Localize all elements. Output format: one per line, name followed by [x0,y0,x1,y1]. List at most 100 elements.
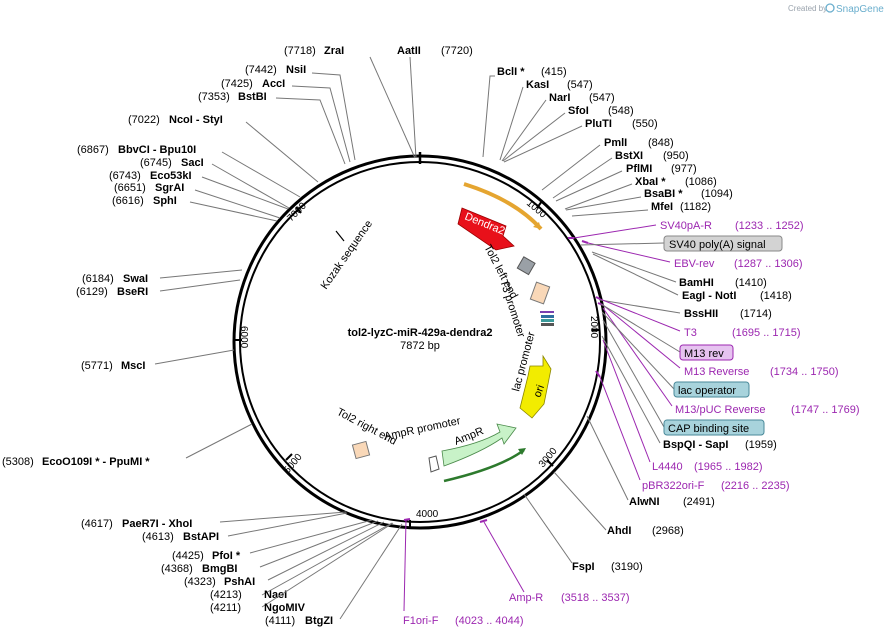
site-sfoi[interactable]: SfoI (548) [502,105,634,162]
site-bspqi[interactable]: BspQI - SapI (1959) [601,335,777,451]
site-bsabi[interactable]: BsaBI * (1094) [565,188,733,211]
site-eagi-leader [592,253,679,296]
site-xbai[interactable]: XbaI * (1086) [564,176,717,210]
tick-label-4000: 4000 [416,509,439,520]
site-acci[interactable]: (7425) AccI [221,78,351,163]
site-pluti[interactable]: PluTI (550) [503,118,658,163]
primer-ebv-rev[interactable]: EBV-rev (1287 .. 1306) [581,240,803,270]
site-nsii[interactable]: (7442) NsiI [245,64,356,161]
site-kasi[interactable]: KasI (547) [499,79,593,161]
site-ngomiv[interactable]: (4211) NgoMIV [210,522,394,614]
site-pshai-leader [267,521,385,581]
site-saci[interactable]: (6745) SacI [140,157,290,209]
site-bstxi[interactable]: BstXI (950) [552,150,689,199]
site-naei-name: NaeI [264,589,287,601]
site-swai-leader [159,269,243,279]
sites-right: BclI * (415) KasI (547) NarI (547) SfoI … [482,66,792,573]
orange-feature-arrowhead [533,222,541,229]
site-aatii[interactable]: AatII (7720) [397,45,473,159]
site-pshai-pos: (4323) [184,576,216,588]
m13-rev-box[interactable]: M13 rev [600,303,734,361]
tick-label-6000: 6000 [238,326,249,349]
primer-f1ori-f[interactable]: F1ori-F (4023 .. 4044) [403,518,524,627]
tol2-right-label: Tol2 right end [335,406,399,448]
site-eco53ki[interactable]: (6743) Eco53kI [109,170,289,210]
site-swai[interactable]: (6184) SwaI [82,269,243,285]
site-btgzi-leader [339,523,403,620]
sv40-polya-box[interactable]: SV40 poly(A) signal [579,235,783,252]
site-sphi-leader [189,201,278,222]
site-eco0109i-name: EcoO109I * - PpuMI * [42,456,150,468]
ampr-arrow [441,423,517,467]
primer-f1ori-f-range: (4023 .. 4044) [455,615,524,627]
site-nari[interactable]: NarI (547) [501,92,615,162]
sv40-polya-leader [579,242,665,246]
site-msci-leader [154,349,235,365]
site-sphi[interactable]: (6616) SphI [112,195,278,222]
site-pmli-pos: (848) [648,137,674,149]
site-btgzi-pos: (4111) [265,615,295,627]
site-btgzi[interactable]: (4111) BtgZI [265,523,403,627]
site-pshai[interactable]: (4323) PshAI [184,521,385,588]
site-msci[interactable]: (5771) MscI [81,349,235,372]
site-sgrai[interactable]: (6651) SgrAI [114,182,281,219]
primer-m13-reverse-name: M13 Reverse [684,366,749,378]
primers: SV40pA-R (1233 .. 1252) EBV-rev (1287 ..… [403,220,860,627]
site-eagi[interactable]: EagI - NotI (1418) [592,253,792,302]
site-bspqi-name: BspQI - SapI [663,439,728,451]
site-bstbi[interactable]: (7353) BstBI [198,91,346,165]
primer-ebv-rev-range: (1287 .. 1306) [734,258,803,270]
site-bstapi[interactable]: (4613) BstAPI [142,512,348,543]
site-zrai-leader [369,56,416,159]
site-bbvci[interactable]: (6867) BbvCI - Bpu10I [77,144,301,198]
site-bsshii[interactable]: BssHII (1714) [599,299,772,320]
site-sphi-name: SphI [153,195,177,207]
site-pfoi[interactable]: (4425) PfoI * [172,519,373,562]
site-ncoi-name: NcoI - StyI [169,114,223,126]
site-bsabi-name: BsaBI * [644,188,683,200]
primer-sv40pa-r[interactable]: SV40pA-R (1233 .. 1252) [568,220,804,239]
cap-site-box[interactable]: CAP binding site [602,319,765,436]
site-bamhi[interactable]: BamHI (1410) [591,251,767,289]
site-bcli[interactable]: BclI * (415) [482,66,567,158]
m13-rev-rect [679,344,734,361]
site-zrai[interactable]: (7718) ZraI [284,45,416,159]
site-bseri[interactable]: (6129) BseRI [76,279,241,298]
site-fspi[interactable]: FspI (3190) [523,493,643,573]
site-eco53ki-leader [201,176,289,210]
site-pflmi[interactable]: PflMI (977) [555,163,697,202]
site-alwni[interactable]: AlwNI (2491) [586,415,715,508]
primer-amp-r[interactable]: Amp-R (3518 .. 3537) [479,519,630,604]
site-ahdi[interactable]: AhdI (2968) [553,471,684,537]
site-xbai-pos: (1086) [685,176,717,188]
primer-pbr322ori-f-range: (2216 .. 2235) [721,480,790,492]
primer-ebv-rev-name: EBV-rev [674,258,715,270]
boxed-features: SV40 poly(A) signal M13 rev lac operator… [579,235,783,436]
site-bmgbi[interactable]: (4368) BmgBI [161,520,379,575]
primer-l4440[interactable]: L4440 (1965 .. 1982) [595,339,763,473]
site-saci-name: SacI [181,157,204,169]
site-msci-name: MscI [121,360,145,372]
site-alwni-name: AlwNI [629,496,660,508]
site-eco0109i[interactable]: (5308) EcoO109I * - PpuMI * [2,423,253,468]
site-naei[interactable]: (4213) NaeI [210,522,393,601]
site-ncoi[interactable]: (7022) NcoI - StyI [128,114,319,183]
site-btgzi-name: BtgZI [305,615,333,627]
lac-operator-box[interactable]: lac operator [601,311,750,398]
site-sphi-pos: (6616) [112,195,144,207]
site-bseri-name: BseRI [117,286,148,298]
primer-pbr322ori-f[interactable]: pBR322ori-F (2216 .. 2235) [599,376,790,492]
green-feature-arc [443,448,525,483]
site-bsshii-name: BssHII [684,308,718,320]
primer-l4440-leader [602,339,651,463]
primer-t3[interactable]: T3 (1695 .. 1715) [595,296,801,339]
site-pmli[interactable]: PmlI (848) [541,137,674,191]
primer-m13-reverse[interactable]: M13 Reverse (1734 .. 1750) [597,302,839,378]
primer-m13-puc-reverse[interactable]: M13/pUC Reverse (1747 .. 1769) [602,307,860,416]
ori-arrow [519,354,552,419]
site-ncoi-pos: (7022) [128,114,160,126]
site-mfei[interactable]: MfeI (1182) [571,201,711,217]
site-paer7i[interactable]: (4617) PaeR7I - XhoI [81,511,347,530]
site-naei-leader [261,522,393,596]
site-paer7i-name: PaeR7I - XhoI [122,518,192,530]
